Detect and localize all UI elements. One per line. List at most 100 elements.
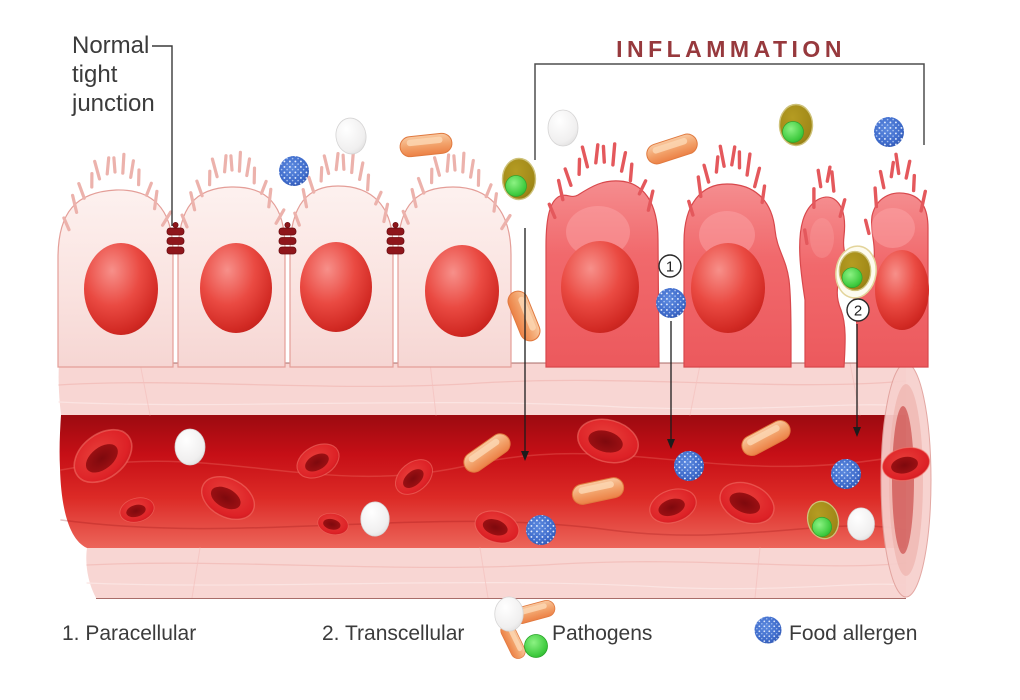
microvillus [838, 198, 847, 219]
microvillus [547, 202, 557, 220]
microvillus [873, 186, 879, 209]
marker-1-number: 1 [666, 259, 674, 276]
microvillus [904, 159, 912, 180]
white-pathogen-icon [174, 428, 206, 466]
microvillus [492, 192, 498, 213]
nucleus [200, 243, 272, 333]
microvillus [112, 156, 117, 174]
transcellular-route [835, 245, 877, 299]
microvillus [374, 190, 383, 206]
microvillus [556, 178, 565, 202]
marker-1-circle [658, 254, 682, 278]
microvillus [334, 152, 340, 172]
pointer-line [152, 45, 173, 226]
paracellular-route [656, 288, 686, 318]
vessel-wall-top [58, 363, 907, 415]
microvillus [714, 155, 720, 174]
legend: 1. Paracellular 2. Transcellular Pathoge… [62, 596, 917, 662]
microvillus [452, 154, 457, 172]
marker-2-circle [846, 298, 870, 322]
microvillus [830, 170, 836, 193]
microvillus [366, 173, 371, 192]
microvillus [745, 152, 752, 177]
microvillus [718, 144, 726, 168]
vessel-wall-bottom [86, 548, 906, 598]
microvillus [753, 166, 762, 189]
nucleus [875, 250, 929, 330]
microvillus [274, 208, 286, 225]
white-pathogen-icon [333, 115, 369, 157]
microvillus [195, 179, 204, 198]
microvillus [153, 189, 159, 211]
white-pathogen-icon [847, 507, 875, 541]
microvillus [760, 184, 767, 205]
nucleus [691, 243, 765, 333]
tight-junctions [166, 221, 405, 255]
tight-junction [278, 221, 297, 255]
inflamed-cell [799, 196, 850, 368]
microvillus [293, 211, 301, 227]
microvillus [121, 152, 126, 175]
microvillus [919, 189, 927, 213]
microvillus [696, 175, 703, 199]
pathogens-legend-icon [494, 596, 558, 662]
inflammation-title: INFLAMMATION [616, 36, 846, 62]
microvillus [863, 218, 871, 236]
microvillus [816, 168, 823, 189]
olive-pathogen-icon [501, 157, 537, 201]
microvillus [319, 166, 324, 183]
microvillus [382, 202, 390, 224]
microvillus [229, 154, 234, 172]
microvillus [730, 145, 737, 167]
inflammation-bracket [534, 63, 925, 160]
microvillus [461, 151, 466, 174]
white-pathogen-icon [360, 501, 390, 537]
food-allergen-icon [874, 117, 904, 147]
microvillus [105, 156, 111, 176]
inflammation-annotation: INFLAMMATION [534, 36, 925, 160]
microvillus [500, 213, 512, 231]
tight-junction-annotation: Normal tight junction [71, 32, 173, 226]
microvillus [889, 160, 895, 179]
tight-junction [386, 221, 405, 255]
microvillus [145, 181, 153, 197]
microvillus [702, 163, 711, 184]
nucleus [561, 241, 639, 333]
microvillus [180, 213, 189, 229]
microvillus [210, 157, 219, 179]
microvillus [410, 187, 418, 209]
microvillus [189, 191, 197, 212]
microvillus [301, 188, 309, 209]
microvillus [161, 210, 173, 227]
microvillus [637, 179, 648, 196]
microvilli [62, 142, 927, 246]
food-allergen-icon [831, 459, 861, 489]
route-markers: 1 2 [658, 254, 870, 322]
leak-arrows [521, 228, 861, 461]
microvillus [894, 152, 901, 176]
vessel-lumen [59, 415, 906, 548]
food-allergen-icon [656, 288, 686, 318]
marker-2-number: 2 [854, 303, 862, 320]
microvillus [601, 144, 606, 164]
microvillus [484, 183, 493, 199]
microvillus [62, 216, 71, 232]
microvillus [416, 176, 426, 195]
microvillus [563, 167, 573, 188]
nucleus [425, 245, 499, 337]
microvillus [341, 153, 346, 171]
leak-arrow [667, 321, 675, 449]
microvillus [129, 159, 135, 179]
olive-pathogen-icon [838, 250, 872, 292]
microvillus [445, 153, 451, 173]
tight-junction-label-line2: tight [72, 61, 118, 88]
microvillus [93, 159, 102, 181]
microvillus [580, 145, 590, 169]
microvillus [803, 228, 809, 246]
microvillus [307, 175, 316, 194]
microvillus [687, 199, 695, 217]
microvillus [358, 161, 365, 181]
legend-pathogens: Pathogens [552, 622, 652, 645]
